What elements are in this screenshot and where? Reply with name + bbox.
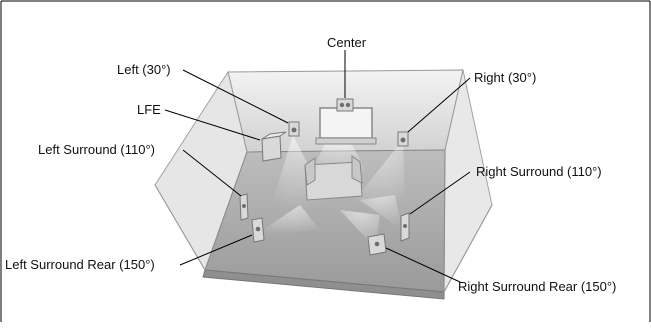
couch xyxy=(304,155,363,201)
label-left-surround-rear: Left Surround Rear (150°) xyxy=(5,257,155,272)
right-surround-speaker xyxy=(400,212,410,242)
label-left: Left (30°) xyxy=(117,62,171,77)
center-speaker xyxy=(336,98,354,112)
right-speaker xyxy=(397,131,409,147)
label-center: Center xyxy=(327,35,367,50)
lfe-speaker xyxy=(261,131,287,162)
label-right-surround-rear: Right Surround Rear (150°) xyxy=(458,279,617,294)
label-lfe: LFE xyxy=(137,102,161,117)
screen xyxy=(315,107,377,145)
label-right: Right (30°) xyxy=(474,70,537,85)
label-right-surround: Right Surround (110°) xyxy=(476,164,602,179)
right-surround-rear-speaker xyxy=(367,233,387,256)
label-left-surround: Left Surround (110°) xyxy=(38,142,155,157)
leader-lines xyxy=(164,50,471,283)
left-surround-rear-speaker xyxy=(251,217,265,243)
left-speaker xyxy=(288,121,300,137)
left-surround-speaker xyxy=(239,193,249,221)
